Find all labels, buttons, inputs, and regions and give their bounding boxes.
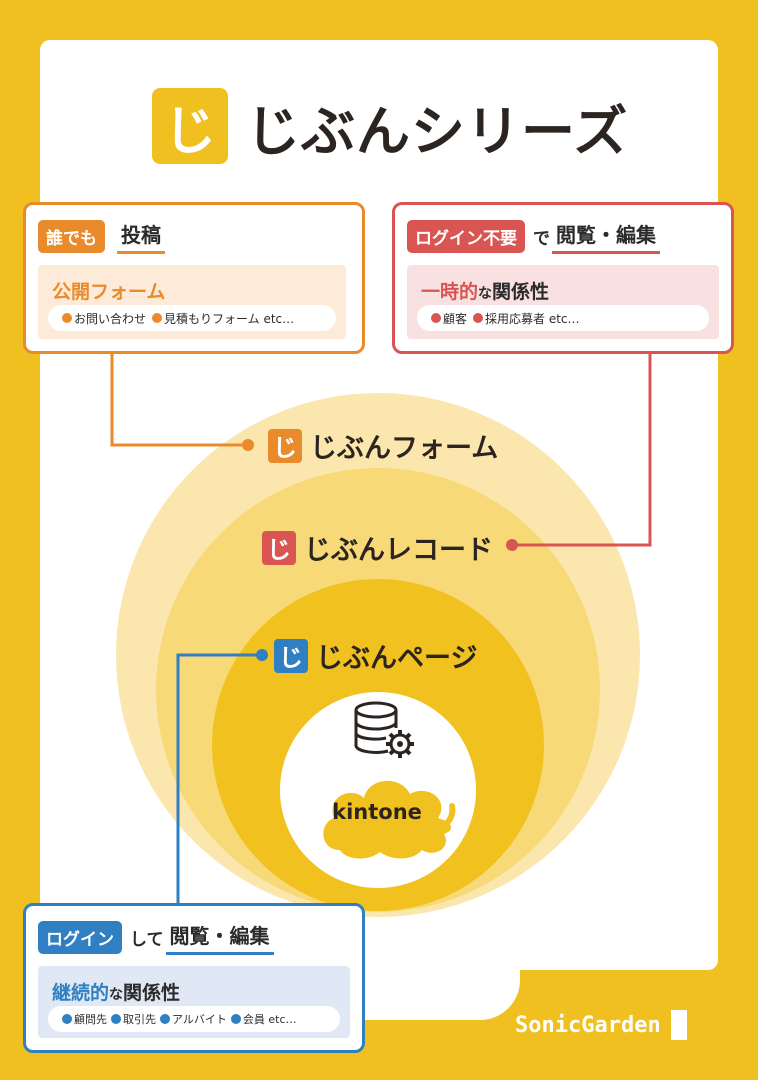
series-title: じ じぶんシリーズ: [152, 88, 628, 164]
page-item-1: 取引先: [123, 1013, 156, 1026]
form-item-1: 見積もりフォーム etc…: [164, 311, 295, 326]
product-record: じ じぶんレコード: [262, 528, 493, 567]
database-icon: [354, 701, 414, 758]
pill-form-items: お問い合わせ 見積もりフォーム etc…: [48, 305, 336, 331]
inner-page: 継続的な関係性 顧問先 取引先 アルバイト 会員 etc…: [38, 966, 350, 1038]
head-post: 投稿: [117, 219, 165, 254]
head-page-prefix: して: [130, 930, 164, 950]
page-name: じぶんページ: [316, 643, 478, 674]
form-item-0: お問い合わせ: [74, 311, 147, 326]
record-name: じぶんレコード: [304, 535, 493, 566]
gear-icon: [386, 730, 414, 758]
connector-page-dot: [256, 649, 268, 661]
kintone-label: kintone: [332, 800, 422, 824]
head-record-prefix: で: [533, 229, 550, 249]
series-title-text: じぶんシリーズ: [246, 99, 629, 163]
page-item-3: 会員 etc…: [242, 1013, 297, 1026]
connector-page: [176, 653, 262, 903]
pill-record-items: 顧客 採用応募者 etc…: [417, 305, 709, 331]
head-record-word: 閲覧・編集: [552, 219, 660, 254]
page-logo-icon: じ: [274, 638, 308, 673]
cloud-icon: [323, 780, 456, 859]
box-record: ログイン不要 で 閲覧・編集 一時的な関係性 顧客 採用応募者 etc…: [392, 202, 734, 354]
form-name: じぶんフォーム: [310, 433, 499, 464]
box-page: ログイン して 閲覧・編集 継続的な関係性 顧問先 取引先 アルバイト 会員 e…: [23, 903, 365, 1053]
inner-record: 一時的な関係性 顧客 採用応募者 etc…: [407, 265, 719, 339]
inner-title-public-form: 公開フォーム: [52, 281, 166, 303]
inner-public-form: 公開フォーム お問い合わせ 見積もりフォーム etc…: [38, 265, 346, 339]
record-item-0: 顧客: [443, 311, 468, 326]
tag-no-login: ログイン不要: [407, 220, 525, 253]
product-page: じ じぶんページ: [274, 636, 477, 675]
connector-record: [512, 352, 652, 547]
tag-login: ログイン: [38, 921, 122, 954]
tag-anyone: 誰でも: [38, 220, 105, 253]
page-item-0: 顧問先: [74, 1013, 107, 1026]
brand-logo: SonicGarden: [515, 1010, 687, 1040]
connector-form-dot: [242, 439, 254, 451]
form-logo-icon: じ: [268, 428, 302, 463]
box-public-form: 誰でも 投稿 公開フォーム お問い合わせ 見積もりフォーム etc…: [23, 202, 365, 354]
head-page-word: 閲覧・編集: [165, 920, 274, 955]
inner-title-page: 継続的な関係性: [52, 982, 181, 1004]
record-logo-icon: じ: [262, 530, 296, 565]
product-form: じ じぶんフォーム: [268, 426, 498, 465]
record-item-1: 採用応募者 etc…: [485, 311, 580, 326]
connector-record-dot: [506, 539, 518, 551]
brand-name: SonicGarden: [515, 1012, 661, 1038]
page-item-2: アルバイト: [172, 1013, 227, 1026]
brand-bar-icon: [670, 1010, 687, 1040]
series-logo-icon: じ: [152, 88, 228, 164]
pill-page-items: 顧問先 取引先 アルバイト 会員 etc…: [48, 1006, 340, 1032]
inner-title-record: 一時的な関係性: [421, 281, 550, 303]
connector-form: [110, 352, 248, 447]
